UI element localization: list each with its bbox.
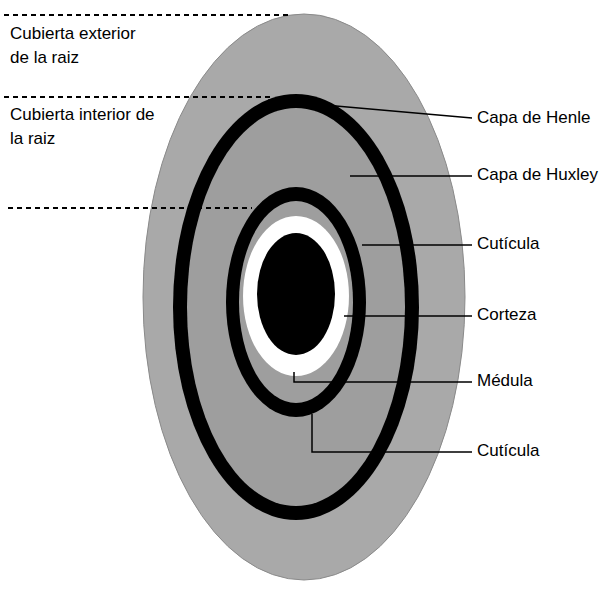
outer-root-sheath	[143, 14, 465, 580]
layer-label: Médula	[477, 369, 605, 393]
inner-gap	[239, 201, 353, 403]
leader-line	[268, 100, 472, 118]
sheath-label: Cubierta exterior de la raiz	[10, 22, 158, 70]
layer-label: Cutícula	[477, 439, 605, 463]
hair-cuticle	[243, 216, 349, 376]
henle-layer	[173, 94, 419, 520]
leader-line	[344, 315, 472, 317]
layer-label: Cutícula	[477, 232, 605, 256]
leader-line	[294, 372, 472, 382]
medulla	[257, 233, 335, 355]
dashed-guide	[8, 207, 252, 209]
leader-line	[362, 244, 472, 246]
sheath-label: Cubierta interior de la raiz	[10, 103, 158, 151]
dashed-guide	[4, 96, 272, 98]
layer-label: Capa de Henle	[477, 106, 605, 130]
layer-label: Corteza	[477, 303, 605, 327]
dashed-guide	[4, 14, 292, 16]
huxley-layer	[187, 108, 405, 506]
layer-label: Capa de Huxley	[477, 163, 605, 187]
leader-line	[312, 414, 472, 452]
leader-line	[350, 175, 472, 177]
